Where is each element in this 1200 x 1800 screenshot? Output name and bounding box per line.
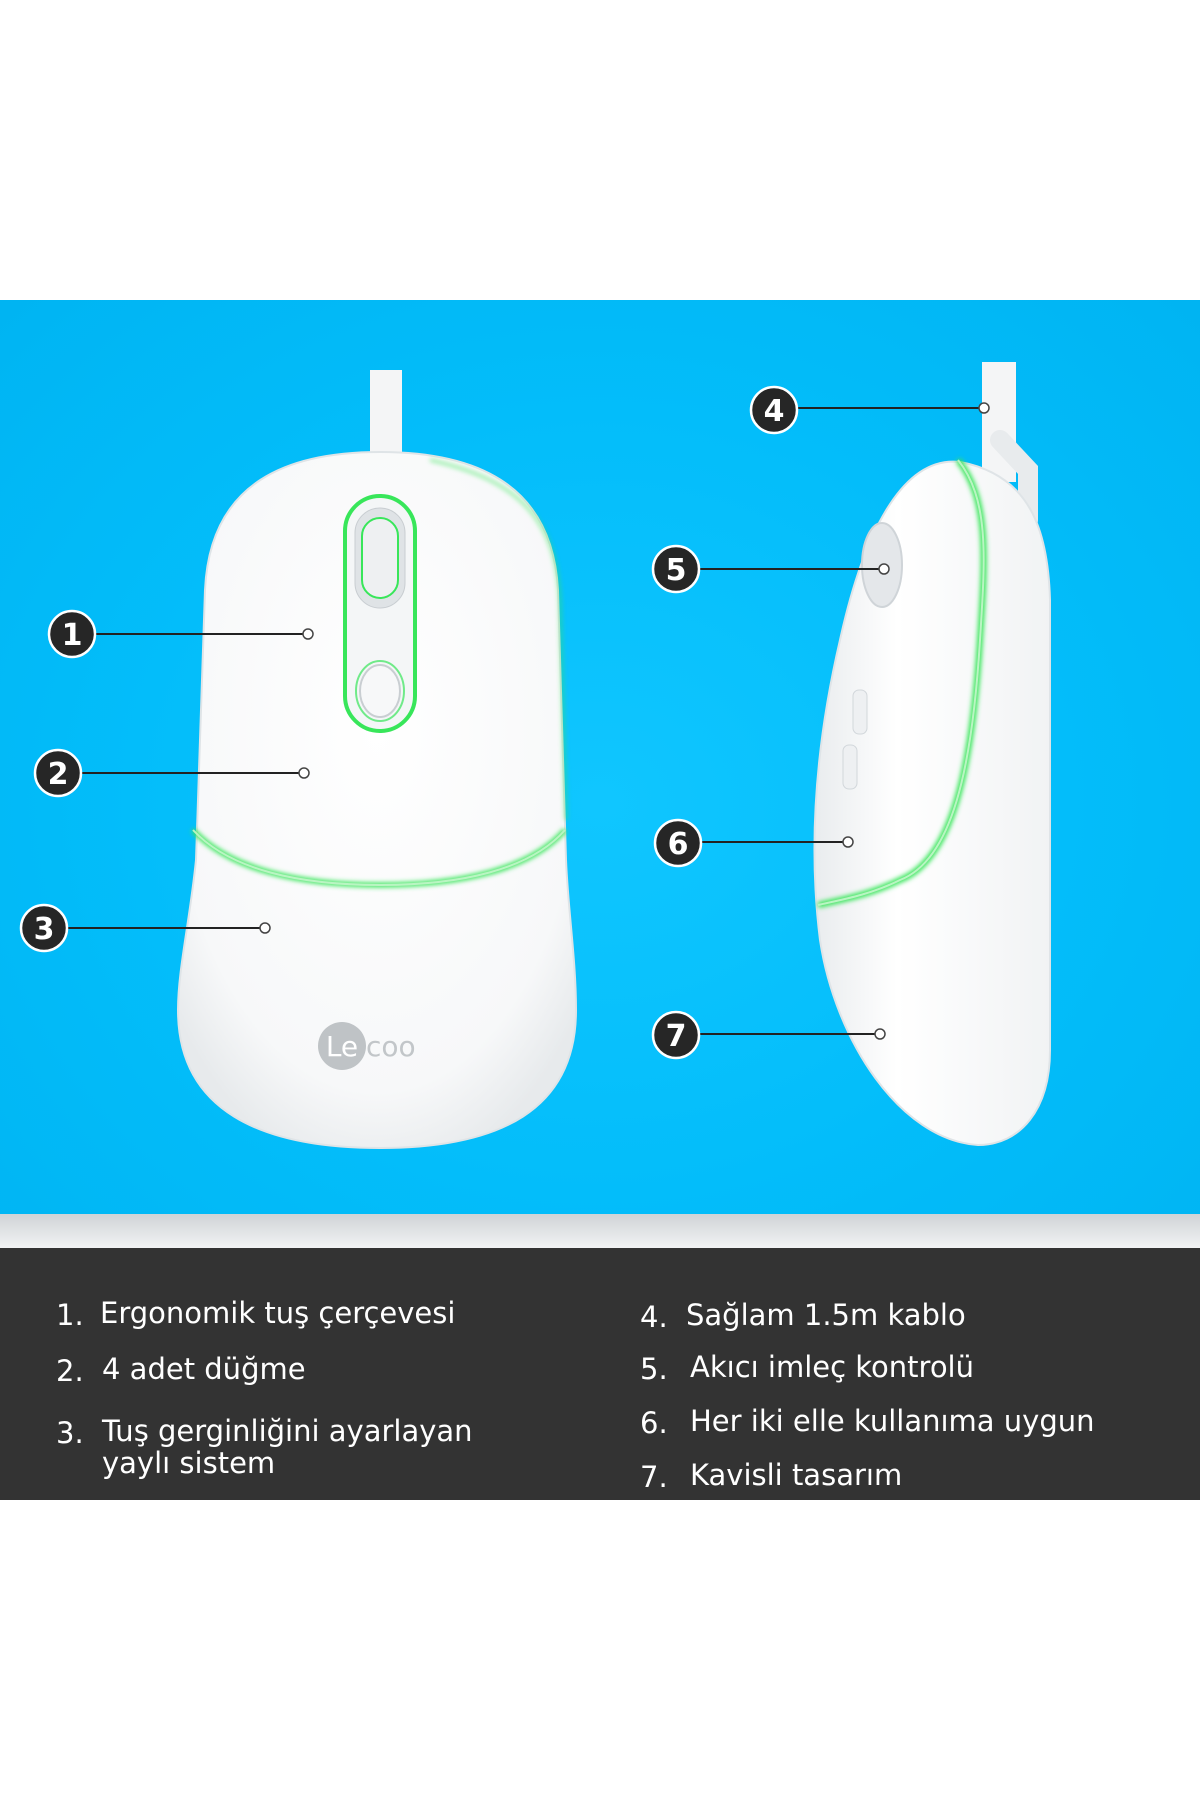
dpi-button <box>359 664 401 718</box>
feature-number: 6. <box>640 1406 668 1440</box>
feature-text-line-2: yaylı sistem <box>102 1446 276 1480</box>
feature-number: 7. <box>640 1460 668 1494</box>
side-button-back <box>842 744 858 790</box>
feature-number: 4. <box>640 1300 668 1334</box>
callout-badge-6: 6 <box>668 827 689 862</box>
callout-1: 1 <box>47 609 314 659</box>
callout-badge-5: 5 <box>666 553 687 588</box>
callout-badge-7: 7 <box>666 1019 687 1054</box>
callout-badge-4: 4 <box>764 394 785 429</box>
top-led-edge <box>429 458 568 821</box>
callout-5: 5 <box>651 544 890 594</box>
callout-2: 2 <box>33 748 310 798</box>
feature-number: 2. <box>56 1354 84 1388</box>
mouse-side-view <box>813 362 1051 1147</box>
side-mouse-body <box>813 460 1051 1147</box>
feature-text: Akıcı imleç kontrolü <box>690 1350 974 1384</box>
callout-badge-1: 1 <box>62 618 83 653</box>
feature-text: Ergonomik tuş çerçevesi <box>100 1296 456 1330</box>
callout-6: 6 <box>653 818 854 868</box>
logo-text-right: coo <box>366 1030 416 1063</box>
logo-text-left: Le <box>326 1030 358 1063</box>
callout-7: 7 <box>651 1010 886 1060</box>
callout-badge-3: 3 <box>34 912 55 947</box>
feature-number: 3. <box>56 1416 84 1450</box>
callout-4: 4 <box>749 385 990 435</box>
floor-shadow <box>0 1214 1200 1248</box>
callout-badge-2: 2 <box>48 757 69 792</box>
feature-number: 5. <box>640 1352 668 1386</box>
feature-number: 1. <box>56 1298 84 1332</box>
feature-text: 4 adet düğme <box>102 1352 306 1386</box>
feature-text: Sağlam 1.5m kablo <box>686 1298 966 1332</box>
side-button-forward <box>852 689 868 735</box>
feature-text: Her iki elle kullanıma uygun <box>690 1404 1095 1438</box>
callout-3: 3 <box>19 903 271 953</box>
feature-caption-panel <box>0 1248 1200 1500</box>
mouse-top-view: Le coo <box>176 370 578 1150</box>
feature-text: Kavisli tasarım <box>690 1458 903 1492</box>
brand-logo: Le coo <box>318 1022 416 1070</box>
feature-text: Tuş gerginliğini ayarlayan <box>102 1414 473 1448</box>
